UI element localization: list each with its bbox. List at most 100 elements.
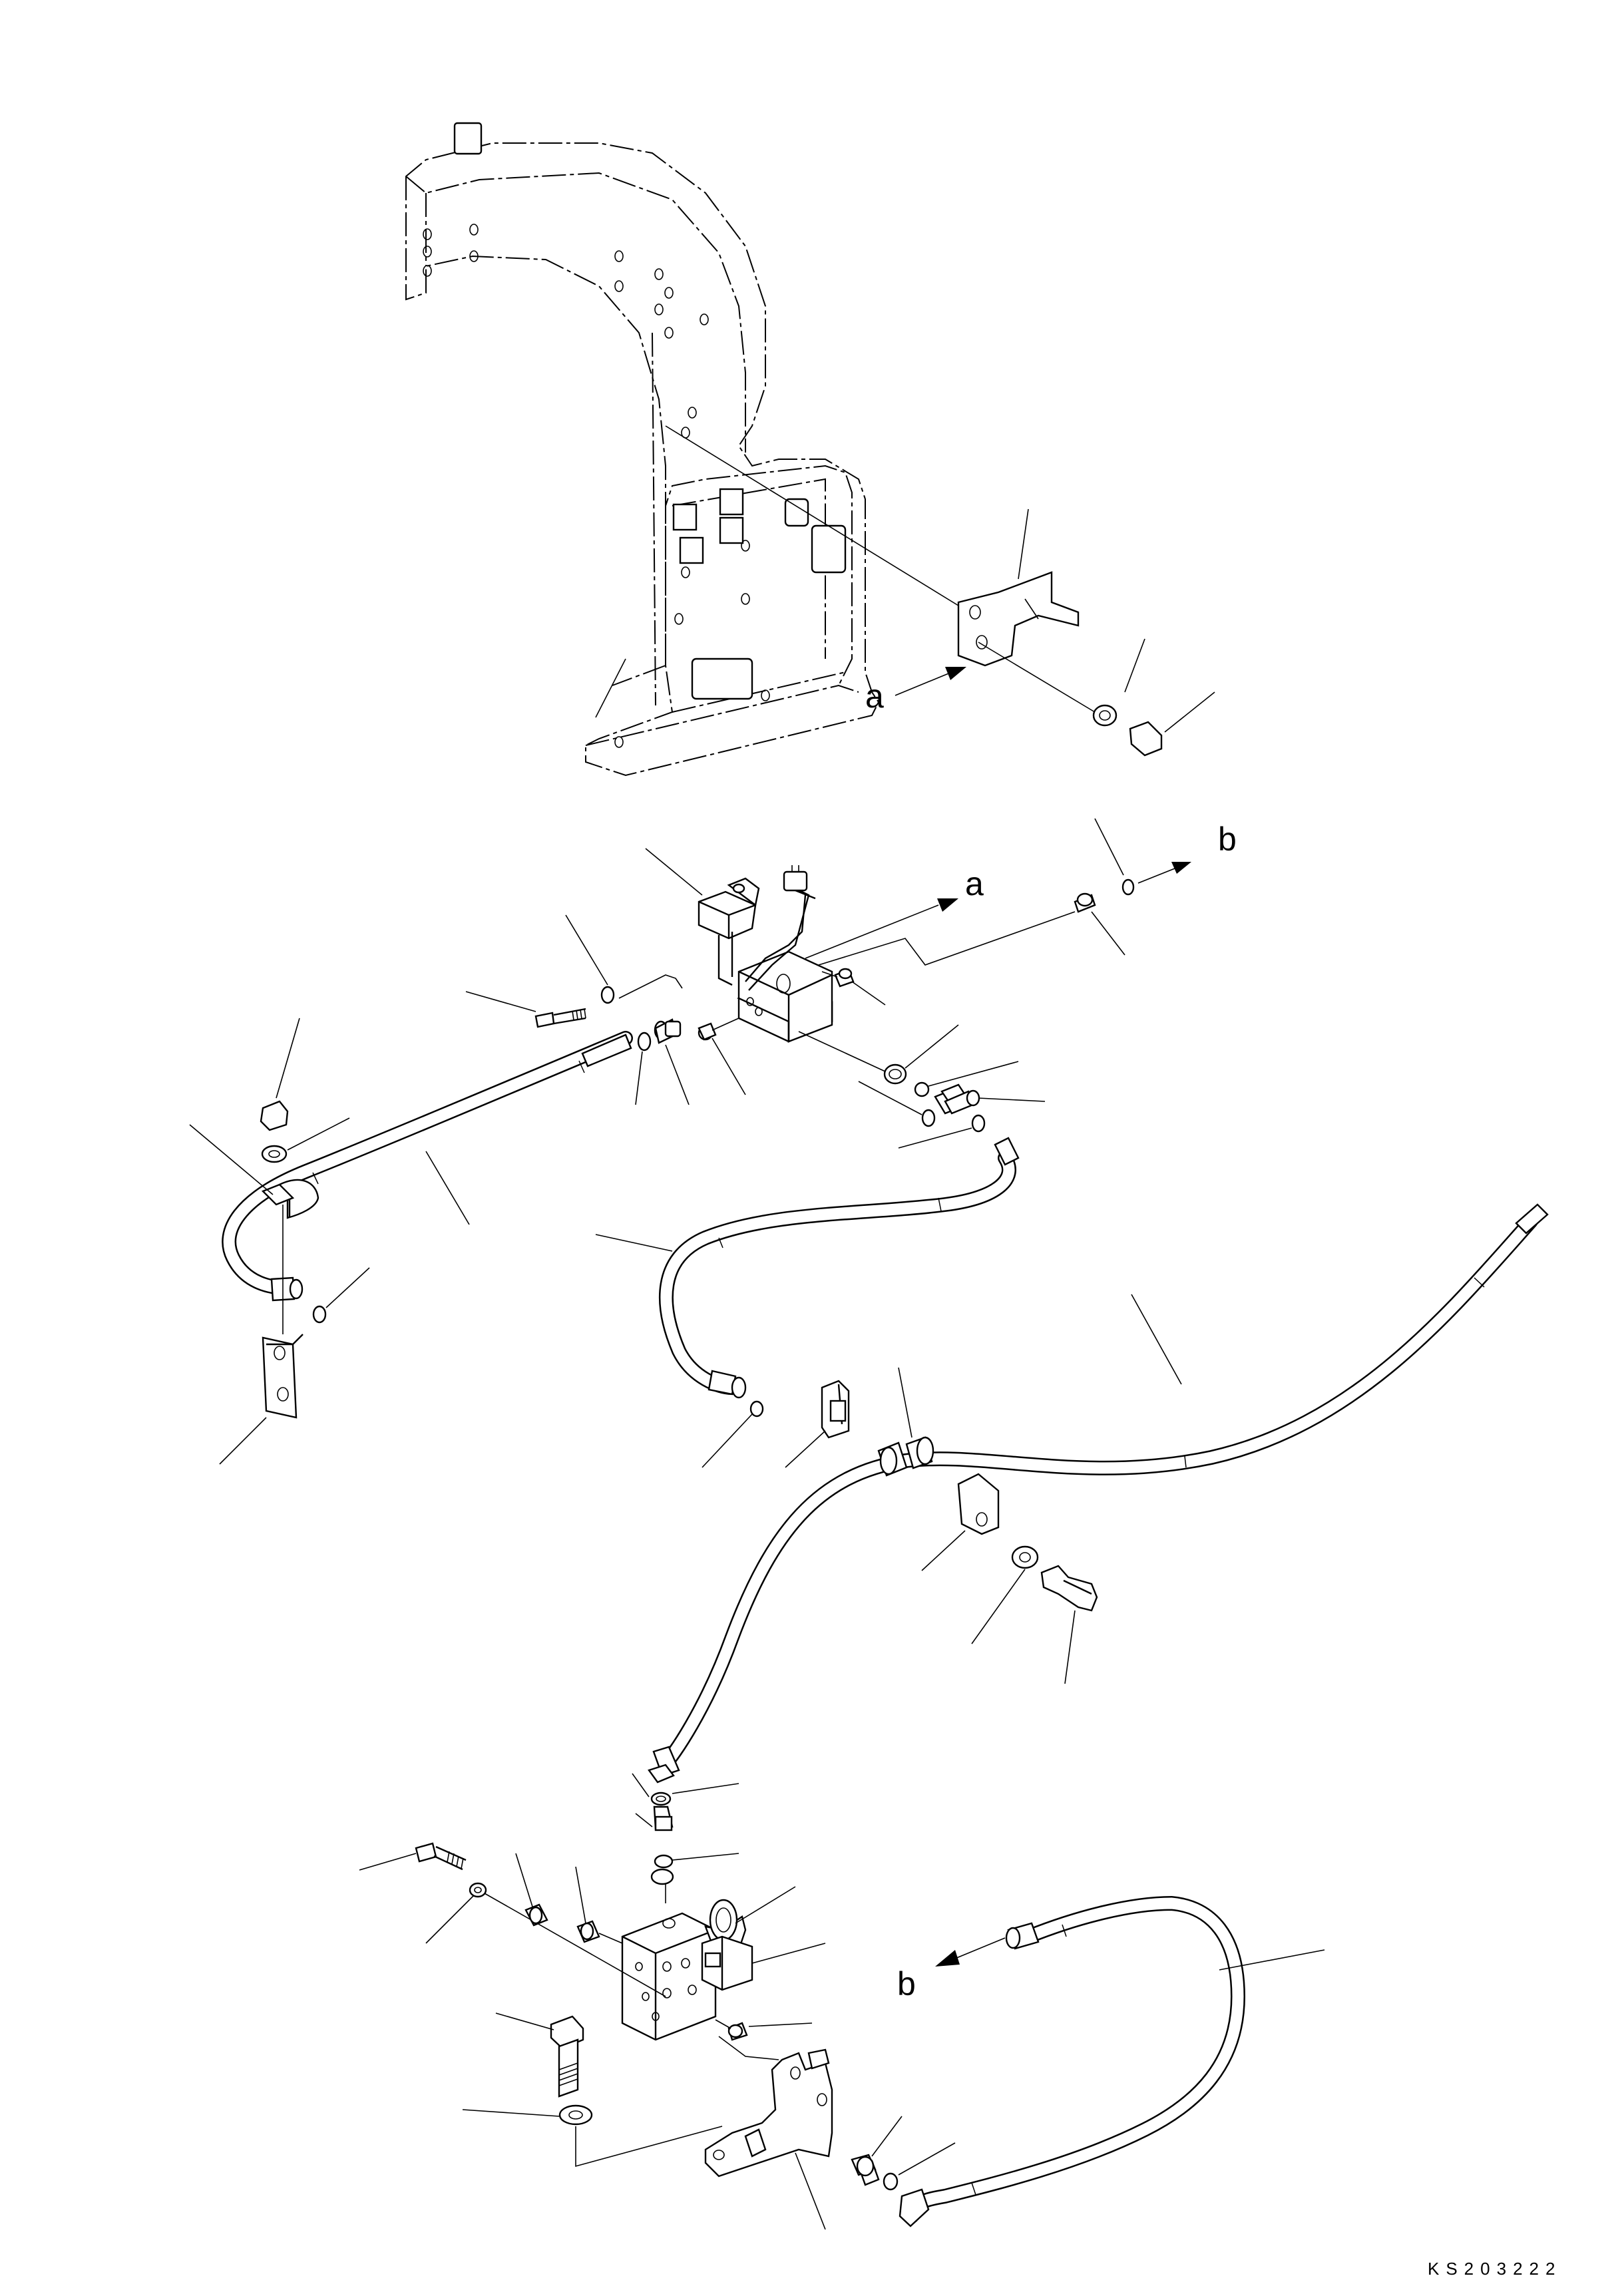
leader-bracket: [665, 425, 959, 606]
hose-long: [652, 1203, 1549, 1777]
oring-b-top: [1121, 878, 1135, 896]
upper-solenoid-coil: [698, 865, 816, 991]
leader-lower-fitting-a: [672, 1783, 739, 1794]
leader-lower-plug-line: [598, 1933, 623, 1944]
leader-bolt-callout: [1164, 691, 1215, 733]
leader-clamp-left: [219, 1417, 267, 1465]
leader-lower-plug-a: [515, 1853, 533, 1907]
leader-hose-lower: [1219, 1949, 1325, 1971]
leader-oring-b-top: [1094, 818, 1124, 876]
leader-oring-large-line: [798, 1031, 886, 1072]
lower-solenoid-coil: [701, 1899, 753, 1991]
mounting-bracket-top: [957, 571, 1080, 667]
leader-plug-right-line: [821, 971, 838, 978]
leader-lower-fitting-right: [871, 2116, 903, 2157]
leader-lower-fitting-c: [635, 1813, 653, 1827]
upper-fitting-right: [1074, 892, 1096, 913]
leader-plug-line: [711, 1018, 739, 1031]
leader-frame-callout: [595, 658, 626, 718]
leader-plug-c: [711, 1038, 746, 1095]
oring-lower-right: [883, 2172, 899, 2191]
oring-hose-middle: [749, 1400, 764, 1418]
upper-long-bolt: [534, 1008, 586, 1028]
frame-bolts: [453, 122, 847, 700]
lower-valve-block: [621, 1912, 717, 2041]
lower-fittings-stack: [648, 1764, 675, 1885]
upper-washer-1: [600, 986, 615, 1004]
bolt-clamp-left: [260, 1100, 289, 1131]
leader-oring-tee-bottom: [898, 1127, 972, 1149]
lower-washer-2: [558, 2104, 593, 2126]
upper-orings-left: [637, 1018, 717, 1051]
leader-hose-middle: [595, 1234, 673, 1252]
leader-lower-long-bolt: [359, 1853, 417, 1871]
leader-bolt-line: [618, 974, 683, 999]
leader-lower-bracket-line: [718, 2036, 779, 2060]
leader-bolt-mid: [1064, 1610, 1076, 1684]
leader-lower-solenoid-a: [735, 1886, 796, 1924]
washer-clamp-left: [261, 1145, 288, 1163]
leader-lower-fitting-d: [672, 1853, 739, 1861]
arrow-a-mid: [805, 898, 958, 959]
leader-lower-washer-1: [425, 1895, 475, 1944]
bolt-mid: [1040, 1565, 1098, 1612]
lower-plugs: [524, 1903, 748, 2041]
leader-lower-bolt-vertical: [495, 2012, 554, 2030]
label-a-top: a: [865, 677, 884, 715]
leader-tee-b: [978, 1097, 1046, 1102]
leader-washer-mid: [971, 1569, 1026, 1644]
leader-bracket-callout: [1018, 508, 1029, 580]
leader-clamp-mid-top: [785, 1430, 826, 1468]
upper-valve-block: [737, 950, 833, 1043]
arrow-b-bottom: [935, 1937, 1006, 1967]
leader-solenoid-callout: [645, 848, 703, 896]
leader-plug-right: [851, 981, 886, 1006]
leader-oring-clamp-left: [325, 1267, 370, 1308]
leader-fitting-line: [818, 911, 1076, 966]
leader-lower-washer-2-line: [575, 2126, 723, 2168]
frame-holes: [423, 224, 770, 748]
leader-oring-large: [905, 1024, 959, 1069]
clamp-mid-bottom: [957, 1473, 1000, 1535]
leader-lower-plug-c: [748, 2022, 813, 2027]
drawing-code: KS203222: [1428, 2259, 1561, 2279]
leader-clamp-mid-bottom: [921, 1530, 966, 1571]
leader-hose-left: [425, 1151, 470, 1225]
arrow-a-top: [895, 667, 966, 696]
leader-lower-fitting-b: [632, 1773, 650, 1798]
lower-bracket: [704, 2048, 833, 2178]
leader-tee-c: [858, 1081, 922, 1115]
leader-lower-bolt-line: [484, 1893, 666, 1997]
leader-bolt-clamp-left: [276, 1018, 300, 1099]
tee-fitting: [914, 1081, 980, 1127]
leader-fitting-right: [1091, 911, 1125, 956]
leader-lower-plug-b: [575, 1866, 586, 1924]
oring-tee-bottom: [971, 1114, 986, 1133]
label-b-bottom: b: [897, 1965, 916, 2002]
leader-washer-clamp-left: [287, 1117, 350, 1151]
hose-lower: [899, 1896, 1245, 2227]
label-b-top: b: [1218, 821, 1237, 858]
frame-phantom: [405, 142, 880, 777]
lower-fitting-right: [851, 2154, 880, 2186]
leader-oring-a: [635, 1051, 643, 1105]
leader-oring-b: [665, 1044, 690, 1105]
hose-middle: [658, 1137, 1020, 1399]
upper-plug-right: [834, 968, 855, 988]
leader-hose-long-clamp: [898, 1367, 913, 1438]
bolt-top: [1129, 721, 1163, 757]
lower-long-bolt: [415, 1842, 467, 1871]
hose-left: [222, 1031, 633, 1302]
oring-clamp-left: [312, 1305, 327, 1324]
leader-washer-callout: [1124, 638, 1145, 693]
lower-bolt-vertical: [550, 2015, 584, 2098]
upper-oring-large: [883, 1063, 907, 1085]
clamp-left: [261, 1183, 304, 1419]
leader-lower-plug-line-2: [715, 2019, 731, 2029]
leader-washer: [978, 642, 1096, 713]
leader-oring-lower-right: [898, 2142, 956, 2176]
lower-washer-1: [469, 1882, 487, 1898]
leader-tee-a: [928, 1061, 1019, 1087]
clamp-mid-top: [821, 1380, 850, 1439]
arrow-b-top: [1137, 862, 1191, 884]
